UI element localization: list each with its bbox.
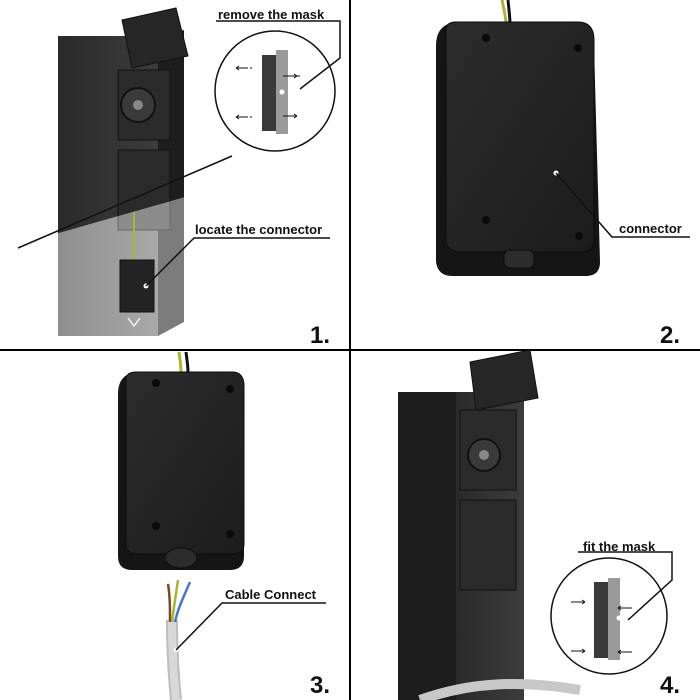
leader-cable-connect bbox=[175, 602, 326, 651]
arrow-left-icon bbox=[617, 605, 632, 655]
arrow-right-icon bbox=[571, 599, 586, 654]
step-number-3: 3. bbox=[310, 672, 331, 699]
callout-locate-connector: locate the connector bbox=[195, 222, 323, 237]
step-number-4: 4. bbox=[660, 672, 681, 699]
arrow-right-icon bbox=[283, 73, 300, 119]
callout-remove-mask: remove the mask bbox=[218, 7, 325, 22]
panel-3 bbox=[118, 351, 326, 700]
step-number-2: 2. bbox=[660, 322, 681, 349]
magnifier-remove-mask bbox=[214, 20, 341, 152]
panel-4 bbox=[398, 349, 673, 700]
callout-fit-mask: fit the mask bbox=[583, 539, 656, 554]
callout-connector: connector bbox=[619, 221, 682, 236]
panel-2 bbox=[436, 0, 690, 276]
magnifier-fit-mask bbox=[550, 551, 673, 675]
panel-1 bbox=[17, 7, 341, 336]
step-number-1: 1. bbox=[310, 322, 331, 349]
leader-connector bbox=[555, 172, 690, 238]
callout-cable-connect: Cable Connect bbox=[225, 587, 317, 602]
leader-locate-connector bbox=[145, 237, 330, 287]
arrow-left-dotted-icon bbox=[235, 65, 252, 120]
